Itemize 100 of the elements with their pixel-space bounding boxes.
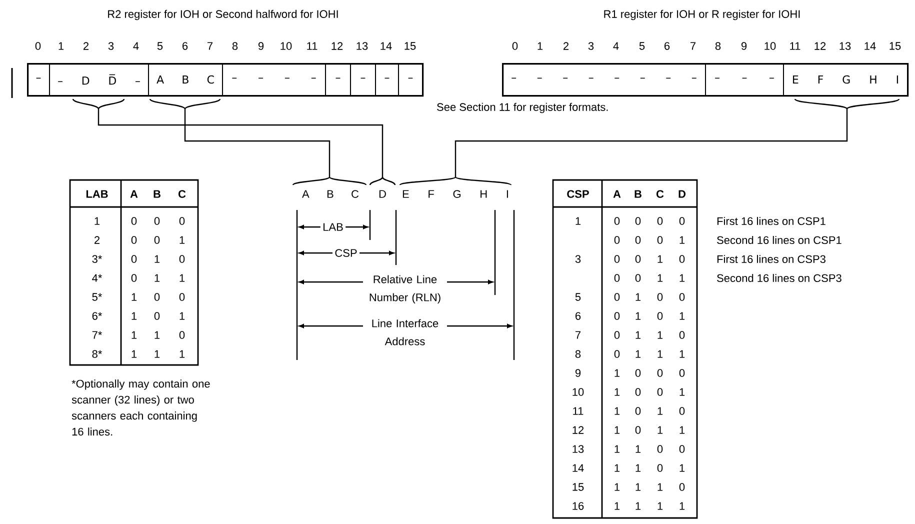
table-value: 1 [154,350,160,358]
table-value: 0 [131,236,137,244]
bit-number: 2 [84,42,89,50]
table-value: 12 [572,426,584,434]
table-value: 1 [680,426,685,434]
bit-number: 3 [588,42,594,50]
note: First 16 lines on CSP1 [717,216,826,226]
table-value: 0 [614,274,620,282]
table-value: 1 [680,464,685,472]
register-field: A B C [148,63,223,96]
bit-number: 14 [380,42,392,50]
bit-number: 11 [307,42,318,50]
table-value: 0 [635,217,641,225]
bit-number: 5 [639,42,645,50]
table-value: 1 [614,369,620,377]
table-value: 2 [94,236,100,244]
table-value: 0 [614,293,620,301]
bit-number: 4 [613,42,619,50]
table-value: 6 [576,312,581,320]
table-value: 1 [636,445,641,453]
table-value: 1 [680,274,685,282]
table-value: 0 [614,217,620,225]
table-value: 4* [92,274,102,282]
table-value: 1 [614,464,620,472]
table-value: 0 [679,331,685,339]
table-value: 11 [573,407,584,415]
bit-number: 15 [890,42,901,50]
table-value: 1 [636,502,641,510]
table-value: 1 [680,350,685,358]
table-value: 1 [658,502,663,510]
table-value: 5 [575,293,581,301]
table-value: 3* [92,255,102,263]
table-value: 1 [680,312,685,320]
column-heading: D [678,190,686,198]
table-value: 0 [635,407,641,415]
table-value: 1 [680,502,685,510]
table-value: 0 [679,369,685,377]
table-value: 0 [657,217,663,225]
bit-number: 11 [790,42,800,50]
note: Second 16 lines on CSP3 [717,274,842,282]
table-value: 1 [614,388,620,396]
table-value: 1 [658,331,663,339]
table-value: 0 [657,369,663,377]
table-value: 1 [680,388,685,396]
table-value: 0 [657,464,663,472]
column-heading: C [178,190,186,198]
table-value: 7 [576,331,581,339]
register-field: E F G H I [783,63,908,96]
table-value: 6* [92,312,102,320]
table-value: 1 [154,331,160,339]
table-value: 0 [614,331,620,339]
table-value: 0 [679,445,685,453]
bit-number: 9 [258,42,264,50]
table-value: 8* [92,350,102,358]
bit-letters: E F G H I [402,190,508,198]
register-title: R2 register for IOH or Second halfword for IOHI [108,10,338,20]
table-value: 0 [635,236,641,244]
table-value: 0 [179,331,185,339]
table-value: 0 [635,255,641,263]
column-heading: LAB [86,190,108,198]
dimension-label: LAB [324,223,343,231]
table-value: 1 [180,236,185,244]
register-field: – D D̅ – [49,63,149,96]
table-value: 1 [180,274,185,282]
table-value: 1 [658,426,663,434]
dimension-label: Line Interface Address [372,319,438,346]
table-value: 1 [658,483,663,491]
register-field: – [325,63,351,96]
table-value: 0 [154,312,160,320]
table-value: 0 [154,293,160,301]
bit-number: 12 [332,42,343,50]
table-value: 0 [635,369,641,377]
table-value: 1 [614,445,620,453]
note: See Section 11 for register formats. [437,102,608,114]
bit-number: 1 [58,42,64,50]
table-value: 1 [658,407,663,415]
table-value: 0 [179,293,185,301]
table-value: 1 [636,331,641,339]
table-value: 13 [572,445,584,453]
register-field: – [350,63,376,96]
note: Second 16 lines on CSP1 [717,236,842,244]
bit-number: 15 [404,42,416,50]
register-title: R1 register for IOH or R register for IOHI [604,10,800,20]
column-heading: CSP [567,190,589,198]
bit-number: 8 [715,42,721,50]
column-heading: B [154,190,160,198]
register-field: – [375,63,399,96]
table-value: 8 [575,350,581,358]
table-value: 0 [614,255,620,263]
table-value: 1 [636,293,641,301]
table-value: 1 [614,502,620,510]
table-value: 1 [614,407,620,415]
bit-number: 9 [741,42,747,50]
table-value: 16 [572,502,584,510]
bit-number: 10 [280,42,292,50]
register-box [27,63,424,97]
table-value: 0 [657,445,663,453]
table-value: 1 [614,426,620,434]
table-value: 1 [94,217,100,225]
table-value: 0 [657,312,663,320]
